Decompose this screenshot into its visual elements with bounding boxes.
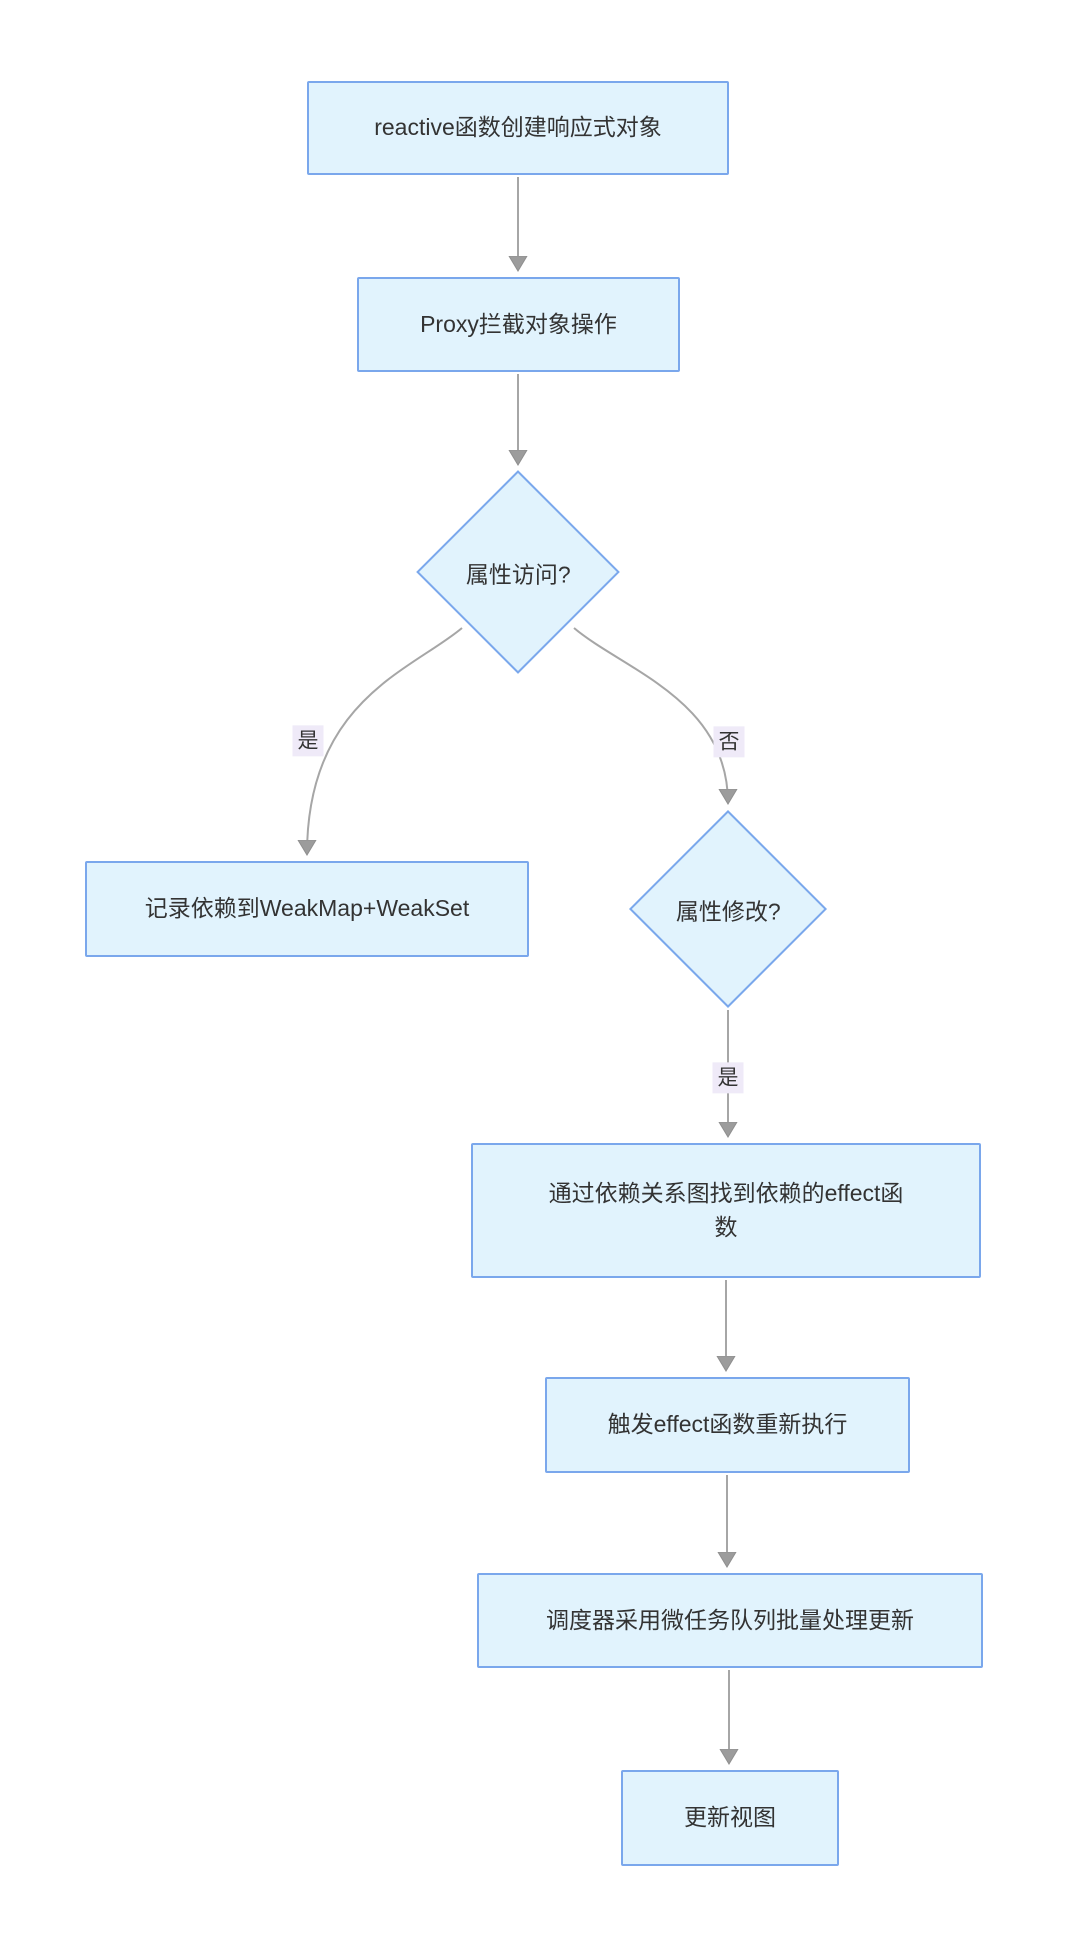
- node-scheduler-batch: 调度器采用微任务队列批量处理更新: [477, 1573, 983, 1668]
- node-trigger-effect: 触发effect函数重新执行: [545, 1377, 910, 1473]
- node-record-deps: 记录依赖到WeakMap+WeakSet: [85, 861, 529, 957]
- node-reactive-create-label: reactive函数创建响应式对象: [374, 114, 662, 141]
- edge-label-yes-bottom: 是: [712, 1062, 744, 1094]
- decision-property-modify-label: 属性修改?: [675, 897, 781, 924]
- node-find-effects: 通过依赖关系图找到依赖的effect函数: [471, 1143, 981, 1278]
- node-record-deps-label: 记录依赖到WeakMap+WeakSet: [144, 895, 470, 922]
- edge-c-e-no: [573, 627, 728, 803]
- node-reactive-create: reactive函数创建响应式对象: [307, 81, 729, 175]
- decision-property-access-label: 属性访问?: [465, 560, 571, 587]
- edge-label-yes-left: 是: [292, 725, 324, 757]
- edge-label-no-right: 否: [713, 726, 745, 758]
- node-scheduler-batch-label: 调度器采用微任务队列批量处理更新: [546, 1606, 914, 1633]
- node-trigger-effect-label: 触发effect函数重新执行: [607, 1411, 848, 1438]
- edge-c-d-yes: [307, 627, 463, 854]
- node-update-view-label: 更新视图: [684, 1804, 776, 1831]
- node-proxy-intercept: Proxy拦截对象操作: [357, 277, 680, 372]
- node-update-view: 更新视图: [621, 1770, 839, 1866]
- node-proxy-intercept-label: Proxy拦截对象操作: [420, 310, 617, 337]
- node-find-effects-label: 通过依赖关系图找到依赖的effect函数: [548, 1180, 904, 1240]
